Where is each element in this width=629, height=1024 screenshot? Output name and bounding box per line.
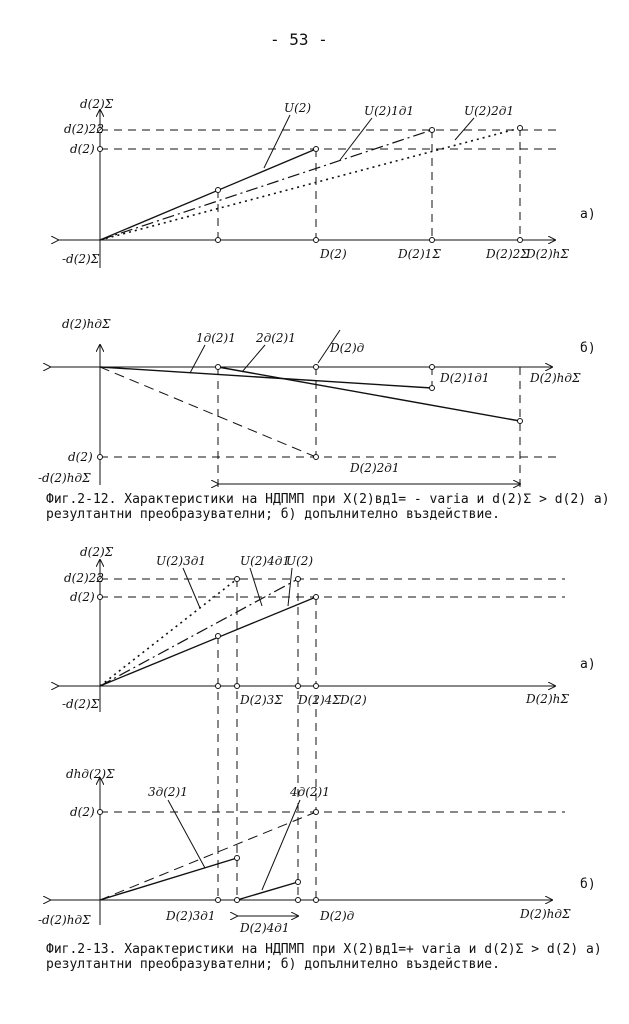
fig13a-xlabel-1: D(2)3Σ: [239, 693, 283, 707]
fig13b-ytick-neg: -d(2)hдΣ: [38, 913, 91, 927]
fig12a-curve-label-2: U(2)1д1: [364, 104, 414, 118]
fig13b-curve-label-2: 4д(2)1: [289, 785, 330, 799]
fig12b-xlabel-1: D(2)д: [329, 341, 365, 355]
fig12b-xlabel-2: D(2)1д1: [439, 371, 490, 385]
fig12b-curve-label-1: 1д(2)1: [196, 331, 236, 345]
fig12b-curve-label-2: 2д(2)1: [255, 331, 296, 345]
fig13b-xlabel-3: D(2)д: [319, 909, 355, 923]
fig13a-curve-label-3: U(2): [286, 554, 313, 568]
fig13a-panel-label: а): [580, 657, 596, 672]
fig13b-xlabel-2: D(2)4д1: [239, 921, 290, 935]
fig13-caption: Фиг.2-13. Характеристики на НДПМП при X(…: [46, 942, 602, 972]
fig13a-xaxis-label: D(2)hΣ: [525, 692, 569, 706]
fig12b-ytick-d: d(2): [68, 450, 93, 464]
fig12b-xaxis-label: D(2)hдΣ: [529, 371, 581, 385]
fig13b-panel-label: б): [580, 877, 596, 892]
fig13-panel-a: d(2)Σ d(2)22 d(2) -d(2)Σ D(2)hΣ D(2)3Σ D…: [58, 545, 596, 900]
fig13b-xaxis-label: D(2)hдΣ: [519, 907, 571, 921]
page-number: - 53 -: [270, 30, 328, 49]
fig13a-curve-label-2: U(2)4д1: [240, 554, 290, 568]
fig12b-ytick-neg: -d(2)hдΣ: [38, 471, 91, 485]
fig13a-yaxis-label: d(2)Σ: [80, 545, 114, 559]
fig12a-curve-label-1: U(2): [284, 101, 311, 115]
fig12b-xlabel-3: D(2)2д1: [349, 461, 400, 475]
fig12a-panel-label: а): [580, 207, 596, 222]
fig12a-yaxis-label: d(2)Σ: [80, 97, 114, 111]
fig12b-panel-label: б): [580, 341, 596, 356]
fig13b-ytick-d: d(2): [70, 805, 95, 819]
fig12-panel-a: d(2)Σ d(2)22 d(2) -d(2)Σ D(2)hΣ D(2) D(2…: [58, 97, 596, 268]
fig13b-xlabel-1: D(2)3д1: [165, 909, 216, 923]
fig13a-xlabel-3: D(2): [339, 693, 367, 707]
fig13a-xlabel-2: D(2)4Σ: [297, 693, 341, 707]
fig12-panel-b: d(2)hдΣ d(2) -d(2)hдΣ D(2)hдΣ D(2)д D(2)…: [38, 317, 596, 490]
fig13a-curve-label-1: U(2)3д1: [156, 554, 206, 568]
fig12b-yaxis-label: d(2)hдΣ: [62, 317, 111, 331]
fig12a-ytick-neg: -d(2)Σ: [62, 252, 100, 266]
fig13a-ytick-d: d(2): [70, 590, 95, 604]
fig12a-xaxis-label: D(2)hΣ: [525, 247, 569, 261]
fig12-caption: Фиг.2-12. Характеристики на НДПМП при X(…: [46, 492, 610, 522]
fig13a-ytick-neg: -d(2)Σ: [62, 697, 100, 711]
fig12a-curve-label-3: U(2)2д1: [464, 104, 514, 118]
fig12a-xlabel-2: D(2)1Σ: [397, 247, 441, 261]
fig12a-ytick-d: d(2): [70, 142, 95, 156]
fig13a-ytick-d22: d(2)22: [64, 571, 104, 585]
fig12a-xlabel-3: D(2)2Σ: [485, 247, 529, 261]
fig13-panel-b: dhд(2)Σ d(2) -d(2)hдΣ D(2)hдΣ D(2)3д1 D(…: [38, 767, 596, 935]
fig12a-xlabel-1: D(2): [319, 247, 347, 261]
fig13b-yaxis-label: dhд(2)Σ: [66, 767, 115, 781]
fig13b-curve-label-1: 3д(2)1: [148, 785, 188, 799]
fig12a-ytick-d22: d(2)22: [64, 122, 104, 136]
